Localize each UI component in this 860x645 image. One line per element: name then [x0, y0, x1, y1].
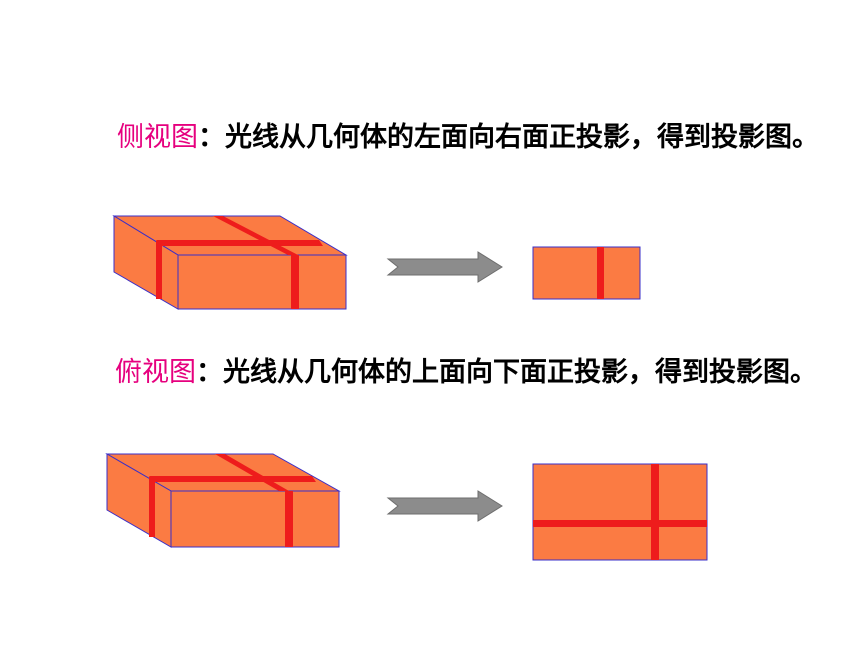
- side-view-box-figure: [112, 215, 348, 310]
- ribbon-top-lengthwise: [149, 476, 316, 482]
- right-arrow-icon: [386, 490, 503, 522]
- ribbon-left-face: [149, 477, 155, 537]
- top-view-projection: [532, 463, 708, 561]
- top-view-colon: ：: [196, 357, 223, 388]
- ribbon-top-lengthwise: [156, 240, 323, 246]
- ribbon-front-face: [285, 491, 293, 547]
- top-view-term: 俯视图: [115, 357, 196, 388]
- side-view-colon: ：: [198, 122, 225, 153]
- package-box-3d: [105, 453, 341, 548]
- projection-rectangle: [532, 246, 641, 300]
- ribbon-top-crosswise: [213, 216, 298, 255]
- package-box-3d: [112, 215, 348, 310]
- top-view-box-figure: [105, 453, 341, 548]
- side-view-projection: [532, 246, 641, 300]
- right-arrow-icon: [386, 251, 503, 283]
- box-front-face: [177, 254, 347, 310]
- side-view-term: 侧视图: [117, 122, 198, 153]
- ribbon-left-face: [156, 241, 162, 299]
- projection-ribbon-horizontal: [533, 520, 707, 527]
- top-view-arrow: [386, 490, 503, 522]
- side-view-arrow: [386, 251, 503, 283]
- ribbon-front-face: [291, 255, 299, 309]
- side-view-paragraph: 侧视图：光线从几何体的左面向右面正投影，得到投影图。: [117, 118, 837, 158]
- side-view-description: 光线从几何体的左面向右面正投影，得到投影图。: [225, 122, 819, 153]
- box-front-face: [170, 490, 340, 548]
- top-view-paragraph: 俯视图：光线从几何体的上面向下面正投影，得到投影图。: [115, 353, 835, 393]
- projection-ribbon-vertical: [597, 247, 604, 299]
- ribbon-top-crosswise: [215, 454, 289, 491]
- projection-rectangle: [532, 463, 708, 561]
- projection-ribbon-vertical: [651, 464, 659, 560]
- top-view-description: 光线从几何体的上面向下面正投影，得到投影图。: [223, 357, 817, 388]
